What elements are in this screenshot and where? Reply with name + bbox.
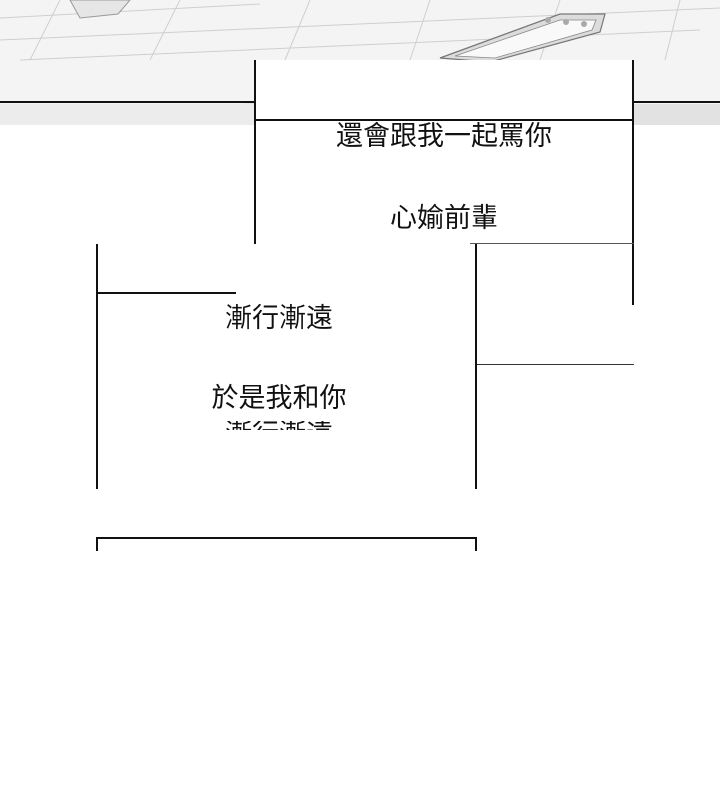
panel-divider xyxy=(254,119,634,121)
panel-divider xyxy=(477,364,634,365)
ceiling-vent-icon xyxy=(69,0,131,19)
dialogue-line: 於是我和你 xyxy=(211,383,347,414)
dialogue-line: 漸行漸遠 xyxy=(225,303,333,334)
dialogue-line: 還會跟我一起罵你 xyxy=(336,121,552,152)
dialogue-line-clipped: 漸行漸遠 xyxy=(96,421,462,430)
speech-panel-bottom xyxy=(96,537,477,551)
speech-panel-middle xyxy=(96,244,477,489)
panel-divider xyxy=(470,243,634,244)
ceiling-light-icon xyxy=(439,13,606,63)
panel-divider xyxy=(96,292,236,294)
dialogue-line: 漸行漸遠 xyxy=(96,421,462,430)
dialogue-line: 心媮前輩 xyxy=(390,203,498,234)
